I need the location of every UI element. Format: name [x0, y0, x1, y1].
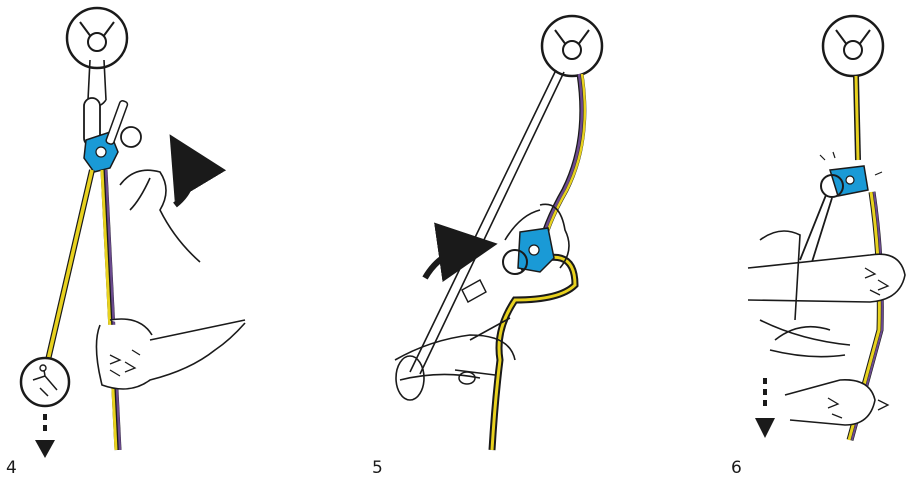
climber-icon — [21, 358, 69, 406]
down-arrow-icon — [755, 378, 775, 438]
rotate-arrow-icon — [175, 160, 191, 205]
down-arrow-icon — [35, 414, 55, 458]
carabiner-icon — [800, 195, 832, 262]
hand-icon — [785, 380, 888, 425]
panel-step-5 — [395, 16, 602, 450]
rotate-arrow-icon — [425, 248, 468, 278]
anchor-icon — [542, 16, 602, 76]
panel-step-6 — [748, 16, 905, 440]
step-number-4: 4 — [6, 460, 17, 477]
anchor-icon — [823, 16, 883, 76]
step-number-6: 6 — [731, 460, 742, 477]
panel-step-4 — [21, 8, 245, 458]
hand-icon — [96, 319, 245, 389]
step-number-5: 5 — [372, 460, 383, 477]
hand-icon — [748, 254, 905, 302]
descender-device-icon — [503, 228, 554, 274]
descender-device-icon — [820, 152, 882, 197]
anchor-icon — [67, 8, 127, 68]
